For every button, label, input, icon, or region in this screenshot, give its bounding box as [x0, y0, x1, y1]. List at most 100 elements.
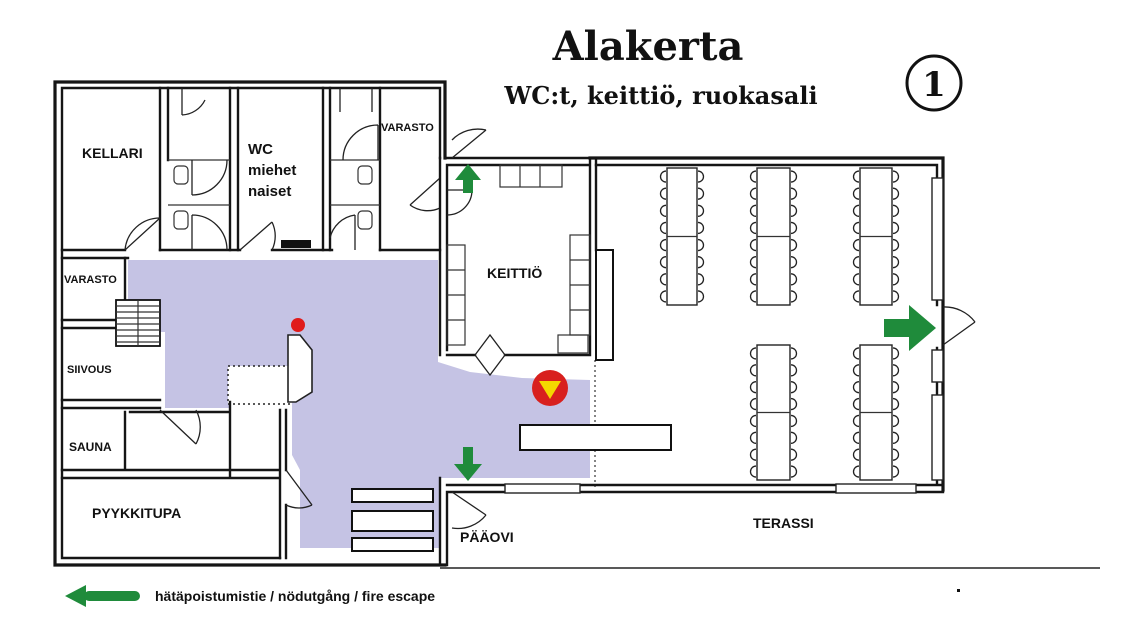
chair — [892, 414, 900, 428]
fire-escape-arrow-icon — [454, 447, 482, 481]
chair — [892, 431, 900, 444]
chair — [892, 448, 900, 461]
room-label-varasto-top: VARASTO — [381, 122, 434, 134]
chair — [892, 256, 900, 269]
chair — [892, 347, 900, 360]
chair — [852, 256, 860, 269]
entrance-step — [351, 537, 434, 552]
chair — [749, 347, 757, 360]
chair — [697, 256, 705, 269]
chair — [749, 256, 757, 269]
chair — [790, 204, 798, 217]
floor-number: 1 — [922, 65, 946, 105]
fire-extinguisher-triangle — [539, 381, 561, 399]
chair — [892, 465, 900, 478]
wall — [60, 256, 288, 560]
hallway-area — [128, 260, 590, 548]
kitchen-counter — [519, 165, 541, 187]
chair — [892, 238, 900, 252]
chair — [790, 273, 798, 286]
legend-arrow-icon — [65, 585, 140, 607]
chair — [749, 290, 757, 303]
window — [931, 349, 944, 383]
dot — [957, 589, 960, 592]
room-label-pyykkitupa: PYYKKITUPA — [92, 505, 181, 521]
chair — [749, 448, 757, 461]
kitchen-counter — [570, 259, 590, 311]
chimney — [227, 365, 291, 405]
chair — [852, 381, 860, 394]
floor-number-circle — [905, 54, 963, 112]
chair — [852, 397, 860, 411]
chair — [892, 381, 900, 394]
chair — [697, 273, 705, 286]
chair — [749, 273, 757, 286]
legend-fire-escape: hätäpoistumistie / nödutgång / fire esca… — [155, 588, 435, 604]
chair — [790, 414, 798, 428]
chair — [749, 414, 757, 428]
door — [159, 409, 201, 445]
wc-stall — [168, 159, 380, 206]
chair — [790, 347, 798, 360]
fire-escape-arrow-icon — [884, 305, 936, 351]
chair — [790, 238, 798, 252]
chair — [749, 238, 757, 252]
fire-alarm-icon — [291, 318, 305, 332]
chair — [852, 290, 860, 303]
wall — [60, 248, 442, 260]
chair — [852, 364, 860, 377]
chair — [852, 187, 860, 200]
chair — [790, 221, 798, 235]
door — [124, 217, 161, 251]
chair — [790, 364, 798, 377]
chair — [659, 238, 667, 252]
chair — [749, 364, 757, 377]
chair — [659, 273, 667, 286]
chair — [697, 170, 705, 183]
chair — [852, 170, 860, 183]
door — [239, 221, 276, 251]
door — [285, 469, 313, 509]
chair — [892, 364, 900, 377]
fire-escape-arrow-icon — [455, 164, 481, 193]
door — [409, 177, 441, 212]
toilet — [357, 165, 373, 185]
chair — [892, 204, 900, 217]
chair — [749, 221, 757, 235]
chair — [790, 187, 798, 200]
chair — [892, 170, 900, 183]
counter-box — [595, 249, 614, 361]
chair — [659, 187, 667, 200]
chair — [892, 187, 900, 200]
door — [451, 128, 487, 159]
room-label-terassi: TERASSI — [753, 515, 814, 531]
plan-subtitle: WC:t, keittiö, ruokasali — [503, 81, 817, 110]
room-label-varasto-left: VARASTO — [64, 274, 117, 286]
chair — [892, 397, 900, 411]
toilet — [173, 165, 189, 185]
chair — [852, 465, 860, 478]
chair — [749, 397, 757, 411]
chair — [790, 465, 798, 478]
kitchen-counter — [499, 164, 563, 188]
room-label-wc-miehet: miehet — [248, 162, 296, 179]
chair — [749, 381, 757, 394]
chair — [852, 204, 860, 217]
fireplace — [287, 334, 313, 403]
door — [181, 88, 206, 116]
window — [835, 483, 917, 494]
chair — [697, 204, 705, 217]
door — [342, 124, 379, 161]
door — [474, 333, 506, 377]
chair — [790, 397, 798, 411]
window — [931, 394, 944, 481]
chair — [852, 414, 860, 428]
bench-box — [519, 424, 672, 451]
chair — [749, 204, 757, 217]
floor-grate — [281, 240, 311, 248]
chair — [659, 290, 667, 303]
entrance-step — [351, 488, 434, 503]
room-label-wc: WC — [248, 141, 273, 158]
chair — [790, 170, 798, 183]
